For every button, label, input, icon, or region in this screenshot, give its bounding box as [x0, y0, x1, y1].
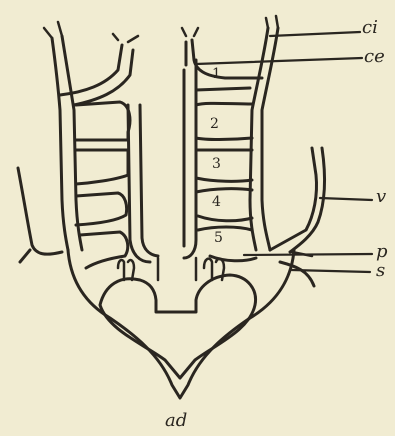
right-top-stub [266, 16, 278, 28]
arch-number-3: 3 [212, 156, 221, 172]
label-v: v [376, 186, 386, 207]
arch-number-5: 5 [214, 230, 223, 246]
left-arch-3 [76, 150, 128, 184]
right-branch-tip [182, 28, 198, 36]
label-s: s [376, 260, 385, 281]
left-arch-4 [76, 193, 127, 225]
right-arch-2 [196, 103, 252, 139]
label-p: p [376, 241, 388, 262]
label-ce: ce [364, 46, 385, 67]
left-branch-tip [113, 34, 138, 42]
right-branch [192, 40, 262, 78]
right-arch-1 [196, 88, 250, 90]
leader-v [320, 198, 372, 200]
left-lateral-vessel [18, 168, 62, 262]
label-ci: ci [362, 17, 378, 38]
leader-ci [270, 32, 360, 36]
left-small-loop [118, 260, 134, 280]
left-arch-2 [76, 102, 130, 140]
arch-number-1: 1 [212, 66, 221, 82]
right-arch-3 [196, 150, 252, 181]
left-branch-inner [74, 50, 133, 105]
arch-number-2: 2 [210, 116, 219, 132]
left-ventral-aorta-inner [140, 105, 158, 256]
left-arch-5 [80, 232, 128, 268]
leader-p [244, 254, 372, 255]
left-top-stub [44, 22, 62, 38]
caption-ad: ad [165, 410, 187, 431]
left-dorsal-aorta-inner [62, 36, 82, 250]
arch-number-4: 4 [212, 194, 221, 210]
leader-ce [196, 58, 362, 64]
right-ventral-aorta [184, 60, 196, 258]
right-arch-4 [196, 189, 252, 221]
left-dorsal-aorta-outer [52, 38, 68, 250]
